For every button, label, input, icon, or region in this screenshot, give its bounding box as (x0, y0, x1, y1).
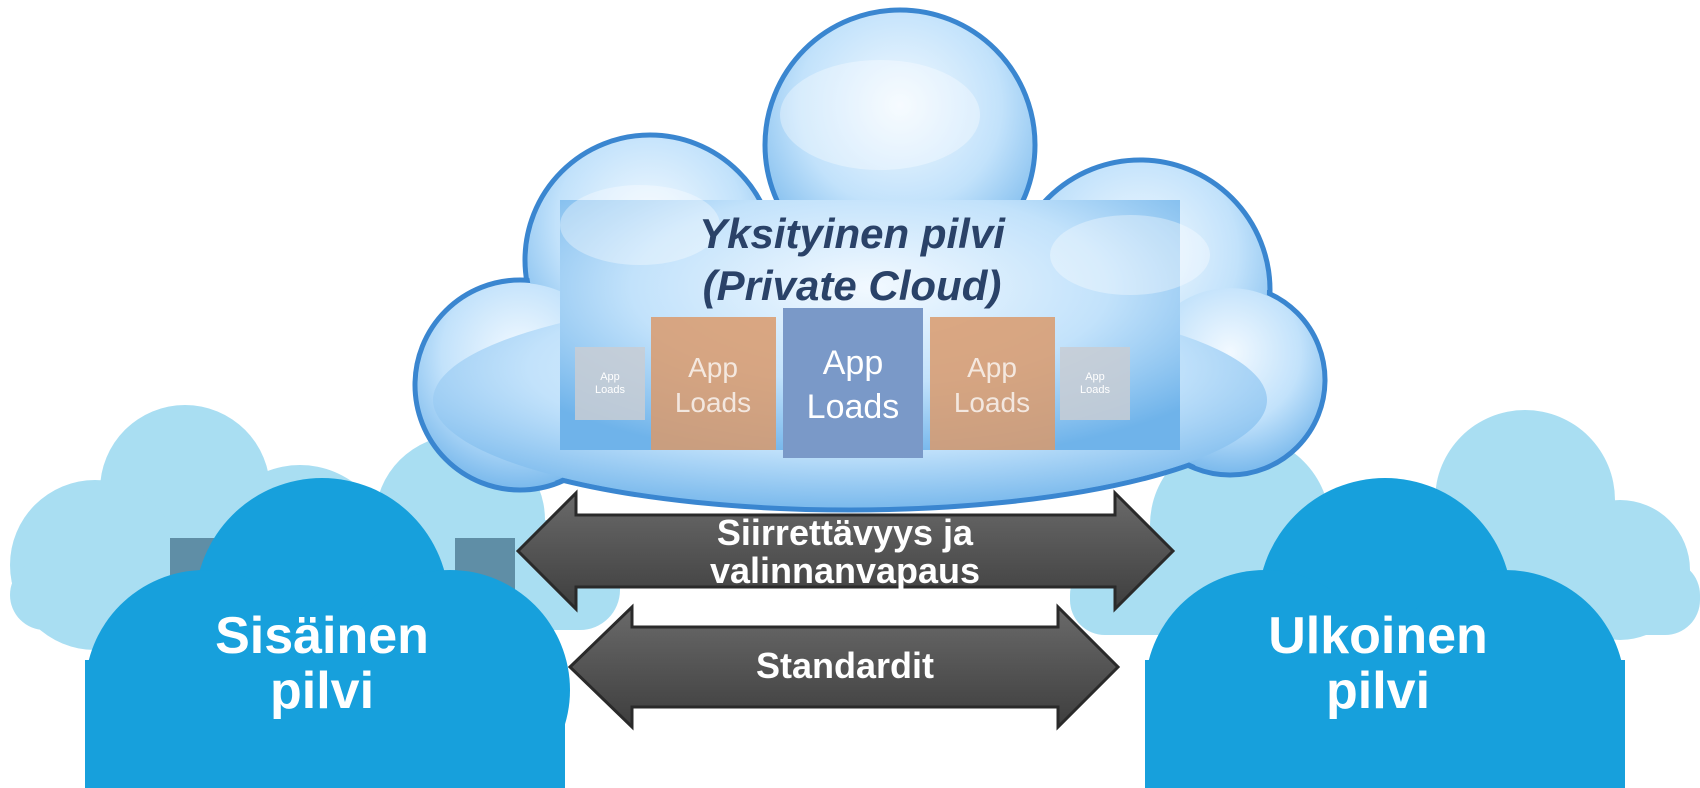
app-loads-tile-3-line2: Loads (807, 388, 900, 426)
internal-cloud-label-line2: pilvi (270, 662, 374, 720)
external-cloud-label-line1: Ulkoinen (1268, 607, 1488, 665)
app-loads-tile-5-line2: Loads (1080, 384, 1110, 396)
arrow-portability (515, 489, 1176, 613)
internal-cloud (85, 478, 570, 788)
app-loads-tile-1: App Loads (575, 347, 645, 420)
app-loads-tile-4-line1: App (967, 352, 1017, 383)
app-loads-tile-3: App Loads (783, 308, 923, 458)
app-loads-tile-1-line2: Loads (595, 384, 625, 396)
arrow-standardit (567, 603, 1121, 731)
app-loads-tile-2: App Loads (651, 317, 776, 450)
app-loads-tile-4: App Loads (930, 317, 1055, 450)
private-cloud-title-line2: (Private Cloud) (703, 262, 1002, 309)
app-loads-tile-2-line2: Loads (675, 387, 751, 418)
app-loads-tile-5: App Loads (1060, 347, 1130, 420)
app-loads-tile-2-line1: App (688, 352, 738, 383)
app-loads-tile-5-line1: App (1085, 371, 1105, 383)
internal-cloud-label-line1: Sisäinen (215, 607, 429, 665)
arrow-portability-label-line2: valinnanvapaus (710, 550, 980, 591)
app-loads-tile-3-line1: App (823, 344, 884, 382)
external-cloud (1145, 478, 1625, 788)
app-loads-tile-4-line2: Loads (954, 387, 1030, 418)
app-loads-tile-1-line1: App (600, 371, 620, 383)
arrow-portability-label-line1: Siirrettävyys ja (717, 512, 974, 553)
arrow-standardit-label: Standardit (756, 645, 934, 686)
external-cloud-label-line2: pilvi (1326, 662, 1430, 720)
private-cloud-title-line1: Yksityinen pilvi (699, 210, 1006, 257)
